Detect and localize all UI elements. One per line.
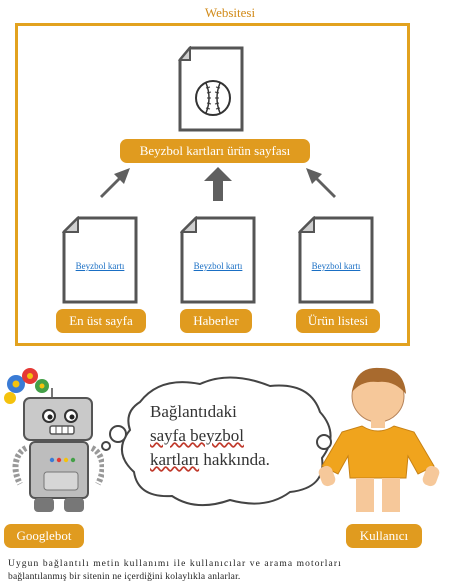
arrow-up-icon [204, 167, 232, 201]
main-page-label: Beyzbol kartları ürün sayfası [120, 139, 310, 163]
page-label-news: Haberler [180, 309, 252, 333]
document-icon [180, 216, 256, 304]
googlebot-robot-icon [4, 368, 104, 512]
cloud-bubble-icon [101, 376, 339, 507]
baseball-icon [195, 80, 231, 116]
arrow-up-left-icon [306, 168, 336, 198]
document-icon [298, 216, 374, 304]
document-icon [62, 216, 138, 304]
bubble-line-2: sayfa beyzbol [150, 426, 244, 445]
googlebot-label: Googlebot [4, 524, 84, 548]
arrow-up-right-icon [100, 168, 130, 198]
page-label-top: En üst sayfa [56, 309, 146, 333]
doc-link-top-page[interactable]: Beyzbol kartı [75, 261, 125, 271]
doc-link-news[interactable]: Beyzbol kartı [193, 261, 243, 271]
website-title: Websitesi [204, 5, 256, 20]
doc-link-products[interactable]: Beyzbol kartı [311, 261, 361, 271]
user-label: Kullanıcı [346, 524, 422, 548]
bubble-line-3: kartları hakkında. [150, 450, 270, 469]
page-label-products: Ürün listesi [296, 309, 380, 333]
caption-line-2: bağlantılanmış bir sitenin ne içerdiğini… [8, 572, 241, 582]
main-document-icon [177, 46, 244, 132]
bubble-line-1: Bağlantıdaki [150, 402, 237, 421]
caption: Uygun bağlantılı metin kullanımı ile kul… [8, 558, 458, 584]
bubble-text: Bağlantıdaki sayfa beyzbol kartları hakk… [150, 400, 320, 472]
user-person-icon [318, 367, 440, 512]
caption-line-1: Uygun bağlantılı metin kullanımı ile kul… [8, 559, 342, 569]
